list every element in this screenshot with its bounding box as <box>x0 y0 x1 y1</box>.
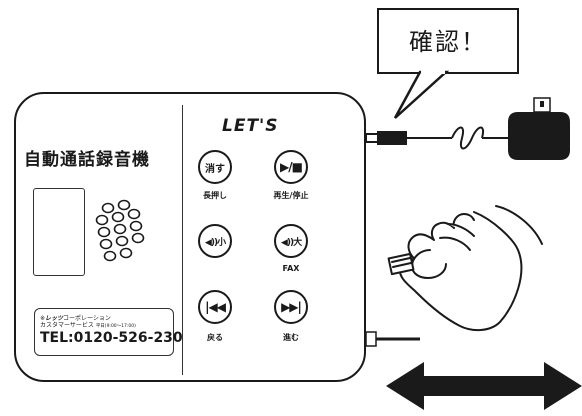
play-stop-button[interactable]: ▶/■ <box>274 150 308 184</box>
play-stop-caption: 再生/停止 <box>273 191 309 200</box>
support-phone: TEL:0120-526-230 <box>40 330 183 346</box>
back-button[interactable]: |◀◀ <box>198 290 232 324</box>
volume-up-icon: ◀))大 <box>280 237 302 248</box>
back-caption: 戻る <box>207 333 223 342</box>
display-window <box>33 188 85 276</box>
delete-button[interactable]: 消す <box>198 150 232 184</box>
fast-forward-icon: ▶▶| <box>281 300 302 314</box>
cable-icon <box>365 126 508 150</box>
fax-caption: FAX <box>282 264 300 273</box>
brand-logo: LET'S <box>222 116 279 136</box>
delete-button-caption: 長押し <box>203 191 227 200</box>
callout-tail <box>393 70 450 119</box>
callout-text: 確認！ <box>409 28 487 56</box>
support-label <box>34 308 174 356</box>
hand-icon <box>387 205 543 332</box>
forward-button[interactable]: ▶▶| <box>274 290 308 324</box>
ac-adapter-icon <box>508 97 570 160</box>
callout-bubble <box>377 8 519 74</box>
support-dept: カスタマーサービス 平日(9:00～17:00) <box>40 322 136 329</box>
phone-line-cable <box>365 331 420 347</box>
volume-up-button[interactable]: ◀))大 <box>274 224 308 258</box>
forward-caption: 進む <box>283 333 299 342</box>
delete-button-face: 消す <box>205 163 225 175</box>
rewind-icon: |◀◀ <box>205 300 226 314</box>
panel-divider <box>182 105 183 375</box>
volume-down-icon: ◀))小 <box>204 237 226 248</box>
support-company: ※レッツコーポレーション <box>40 315 111 322</box>
volume-down-button[interactable]: ◀))小 <box>198 224 232 258</box>
device-name: 自動通話録音機 <box>24 150 150 170</box>
double-arrow-icon <box>386 362 582 410</box>
play-stop-icon: ▶/■ <box>280 160 303 174</box>
